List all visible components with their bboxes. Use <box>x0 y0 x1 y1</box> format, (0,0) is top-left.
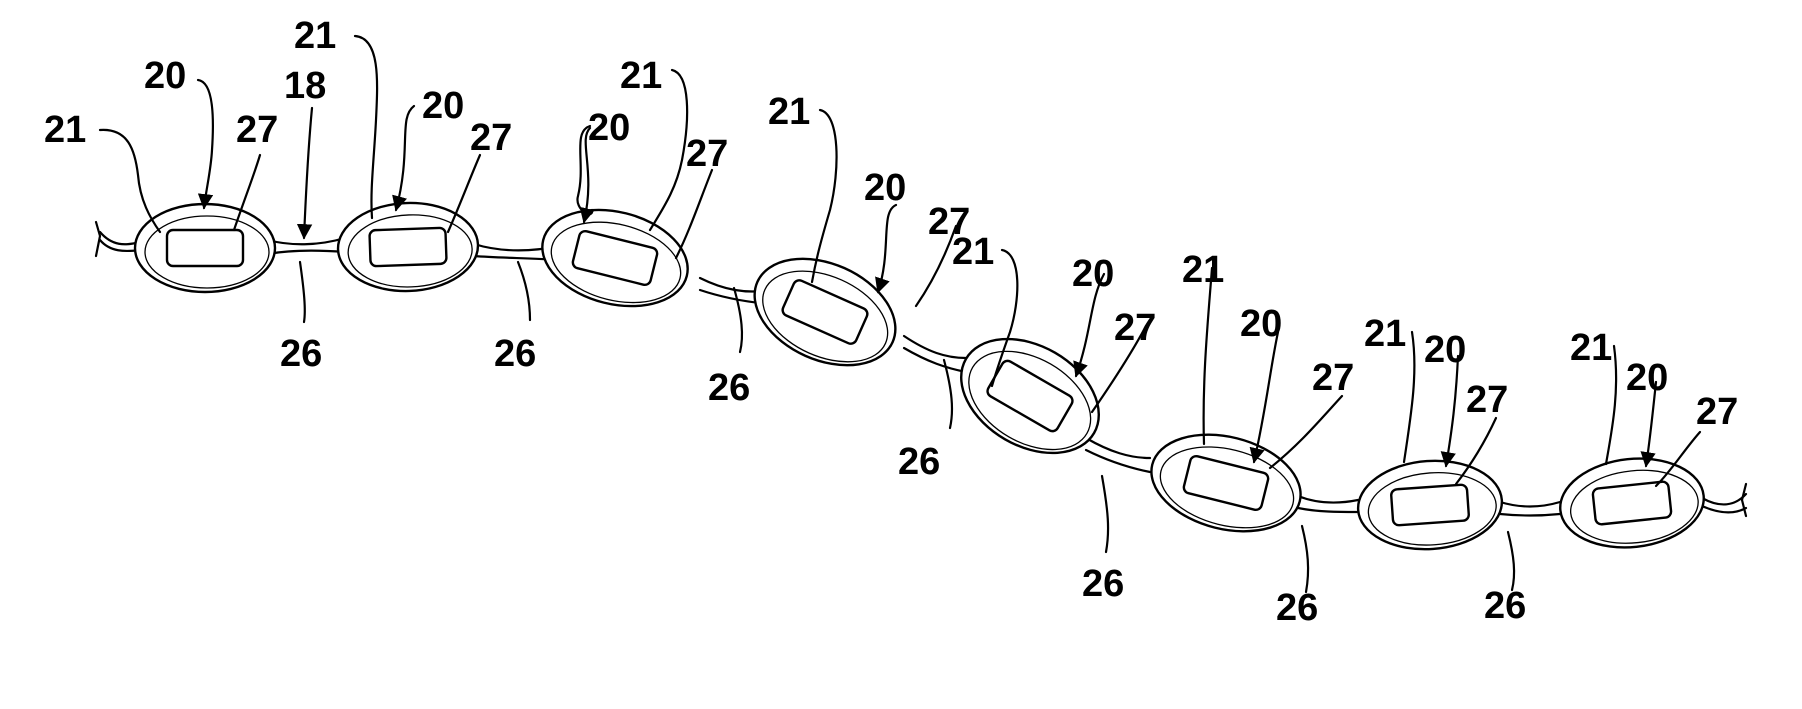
label-26: 26 <box>898 441 940 483</box>
label-27: 27 <box>1696 391 1738 433</box>
label-21: 21 <box>1364 313 1406 355</box>
label-20: 20 <box>1626 357 1668 399</box>
label-20: 20 <box>144 55 186 97</box>
label-27: 27 <box>1312 357 1354 399</box>
label-26: 26 <box>494 333 536 375</box>
pod-unit <box>1141 420 1311 546</box>
label-27: 27 <box>1466 379 1508 421</box>
label-20: 20 <box>864 167 906 209</box>
label-21: 21 <box>44 109 86 151</box>
pad-rect <box>1391 484 1469 525</box>
label-20: 20 <box>422 85 464 127</box>
label-26: 26 <box>708 367 750 409</box>
pod-unit <box>532 195 698 320</box>
pad-rect <box>1592 481 1671 525</box>
label-20: 20 <box>1240 303 1282 345</box>
label-27: 27 <box>686 133 728 175</box>
label-21: 21 <box>768 91 810 133</box>
pad-rect <box>167 230 243 266</box>
label-26: 26 <box>1276 587 1318 629</box>
pod-unit <box>1355 456 1505 554</box>
pod-unit <box>1556 452 1708 555</box>
label-27: 27 <box>470 117 512 159</box>
pod-unit <box>135 204 275 292</box>
pod-unit <box>337 201 480 294</box>
label-27: 27 <box>236 109 278 151</box>
label-21: 21 <box>1570 327 1612 369</box>
pad-rect <box>369 228 446 267</box>
label-27: 27 <box>1114 307 1156 349</box>
label-21: 21 <box>294 15 336 57</box>
label-21: 21 <box>952 231 994 273</box>
label-21: 21 <box>620 55 662 97</box>
label-20: 20 <box>588 107 630 149</box>
label-20: 20 <box>1072 253 1114 295</box>
pod-unit <box>738 238 912 386</box>
label-26: 26 <box>280 333 322 375</box>
label-18: 18 <box>284 65 326 107</box>
label-26: 26 <box>1484 585 1526 627</box>
label-21: 21 <box>1182 249 1224 291</box>
label-20: 20 <box>1424 329 1466 371</box>
label-26: 26 <box>1082 563 1124 605</box>
